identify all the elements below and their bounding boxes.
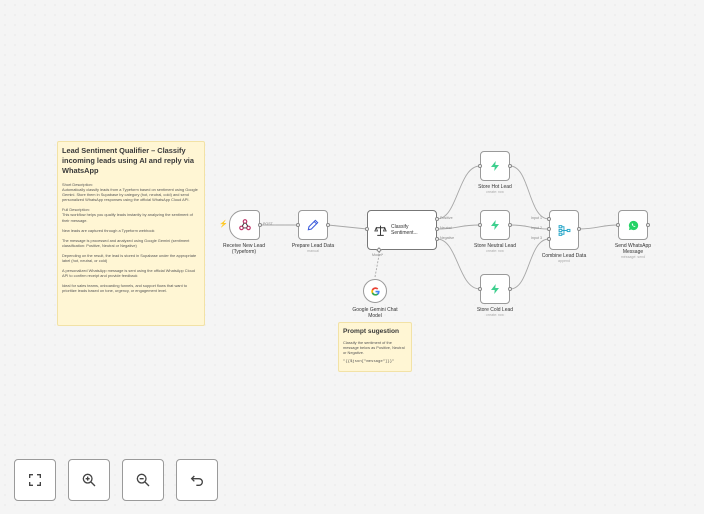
node-subtitle: message: send xyxy=(620,255,646,259)
node-store-cold-lead[interactable] xyxy=(480,274,510,304)
zoom-in-icon xyxy=(82,473,96,487)
port-label: Model* xyxy=(372,253,384,257)
balance-scale-icon xyxy=(374,225,387,236)
output-handle[interactable] xyxy=(508,287,512,291)
output-handle[interactable] xyxy=(508,164,512,168)
node-store-neutral-lead[interactable] xyxy=(480,210,510,240)
node-subtitle: create: row xyxy=(486,190,504,194)
edge-classify-neutral xyxy=(436,224,481,230)
undo-button[interactable] xyxy=(176,459,218,501)
port-label: Input 1 xyxy=(531,216,542,220)
note-code: "{{$json["message"]}}" xyxy=(343,360,395,365)
port-label: Input 2 xyxy=(531,226,542,230)
note-paragraph: Depending on the result, the lead is sto… xyxy=(62,252,197,264)
input-handle[interactable] xyxy=(616,223,620,227)
fit-view-button[interactable] xyxy=(14,459,56,501)
output-handle-neutral[interactable] xyxy=(435,227,439,231)
note-title: Lead Sentiment Qualifier – Classify inco… xyxy=(62,146,194,175)
input-handle[interactable] xyxy=(296,223,300,227)
port-label: Input 3 xyxy=(531,236,542,240)
note-paragraph: Classify the sentiment of the message be… xyxy=(343,340,405,356)
input-handle[interactable] xyxy=(478,164,482,168)
node-subtitle: manual xyxy=(307,249,319,253)
node-label: Send WhatsApp Message xyxy=(614,243,652,255)
supabase-bolt-icon xyxy=(491,284,499,294)
port-label: Negative xyxy=(440,236,455,240)
merge-icon xyxy=(558,224,570,236)
edge-merge-whatsapp xyxy=(578,224,619,230)
zoom-out-button[interactable] xyxy=(122,459,164,501)
node-send-whatsapp-message[interactable] xyxy=(618,210,648,240)
node-combine-lead-data[interactable] xyxy=(549,210,579,250)
webhook-icon xyxy=(238,219,251,231)
undo-icon xyxy=(190,475,203,486)
node-google-gemini-chat-model[interactable] xyxy=(363,279,387,303)
node-subtitle: append xyxy=(558,259,570,263)
output-handle[interactable] xyxy=(577,227,581,231)
whatsapp-icon xyxy=(628,220,638,230)
node-subtitle: create: row xyxy=(486,249,504,253)
pencil-icon xyxy=(307,219,319,231)
supabase-bolt-icon xyxy=(491,220,499,230)
output-handle[interactable] xyxy=(258,223,262,227)
note-paragraph: Ideal for sales teams, onboarding funnel… xyxy=(62,283,188,294)
trigger-marker-icon: ⚡ xyxy=(219,221,228,228)
edge-model-classify xyxy=(374,249,381,278)
fit-view-icon xyxy=(29,474,41,486)
port-label: POST xyxy=(263,222,273,226)
node-subtitle: create: row xyxy=(486,313,504,317)
node-label: Store Hot Lead xyxy=(478,184,512,190)
note-paragraph: Full Description: This workflow helps yo… xyxy=(62,207,193,223)
input-handle-1[interactable] xyxy=(547,217,551,221)
input-handle-3[interactable] xyxy=(547,237,551,241)
input-handle-2[interactable] xyxy=(547,227,551,231)
note-paragraph: Short Description: Automatically classif… xyxy=(62,182,198,203)
edge-neutral-merge xyxy=(509,224,550,230)
node-prepare-lead-data[interactable] xyxy=(298,210,328,240)
output-handle-negative[interactable] xyxy=(435,237,439,241)
output-handle[interactable] xyxy=(326,223,330,227)
node-label: Store Cold Lead xyxy=(476,307,514,313)
note-paragraph: The message is processed and analyzed us… xyxy=(62,237,190,248)
input-handle[interactable] xyxy=(478,223,482,227)
port-label: Positive xyxy=(440,216,453,220)
port-label: Neutral xyxy=(440,226,452,230)
zoom-out-icon xyxy=(136,473,150,487)
zoom-in-button[interactable] xyxy=(68,459,110,501)
note-paragraph: A personalized WhatsApp message is sent … xyxy=(62,268,195,279)
input-handle[interactable] xyxy=(365,227,369,231)
note-body: Short Description: Automatically classif… xyxy=(62,182,200,294)
note-title: Prompt sugestion xyxy=(343,328,400,335)
edge-hot-merge xyxy=(509,165,550,220)
node-label: Receive New Lead (Typeform) xyxy=(223,243,265,255)
edge-classify-cold xyxy=(436,238,481,290)
edge-cold-merge xyxy=(509,238,550,290)
sticky-note-prompt[interactable]: Prompt sugestion Classify the sentiment … xyxy=(338,322,412,372)
google-icon xyxy=(370,286,380,296)
node-store-hot-lead[interactable] xyxy=(480,151,510,181)
node-label: Combine Lead Data xyxy=(541,253,587,259)
output-handle[interactable] xyxy=(646,223,650,227)
input-handle[interactable] xyxy=(478,287,482,291)
edge-classify-hot xyxy=(436,165,481,220)
node-label: Google Gemini Chat Model xyxy=(352,307,398,319)
node-label: Prepare Lead Data xyxy=(291,243,335,249)
edge-prepare-classify xyxy=(327,224,368,230)
node-receive-new-lead[interactable] xyxy=(229,210,260,240)
output-handle-positive[interactable] xyxy=(435,217,439,221)
node-classify-sentiment[interactable]: Classify Sentiment... xyxy=(367,210,437,250)
supabase-bolt-icon xyxy=(491,161,499,171)
note-paragraph: New leads are captured through a Typefor… xyxy=(62,227,155,233)
sticky-note-description[interactable]: Lead Sentiment Qualifier – Classify inco… xyxy=(57,141,205,326)
node-label: Store Neutral Lead xyxy=(474,243,516,249)
node-label: Classify Sentiment... xyxy=(391,224,418,236)
output-handle[interactable] xyxy=(508,223,512,227)
